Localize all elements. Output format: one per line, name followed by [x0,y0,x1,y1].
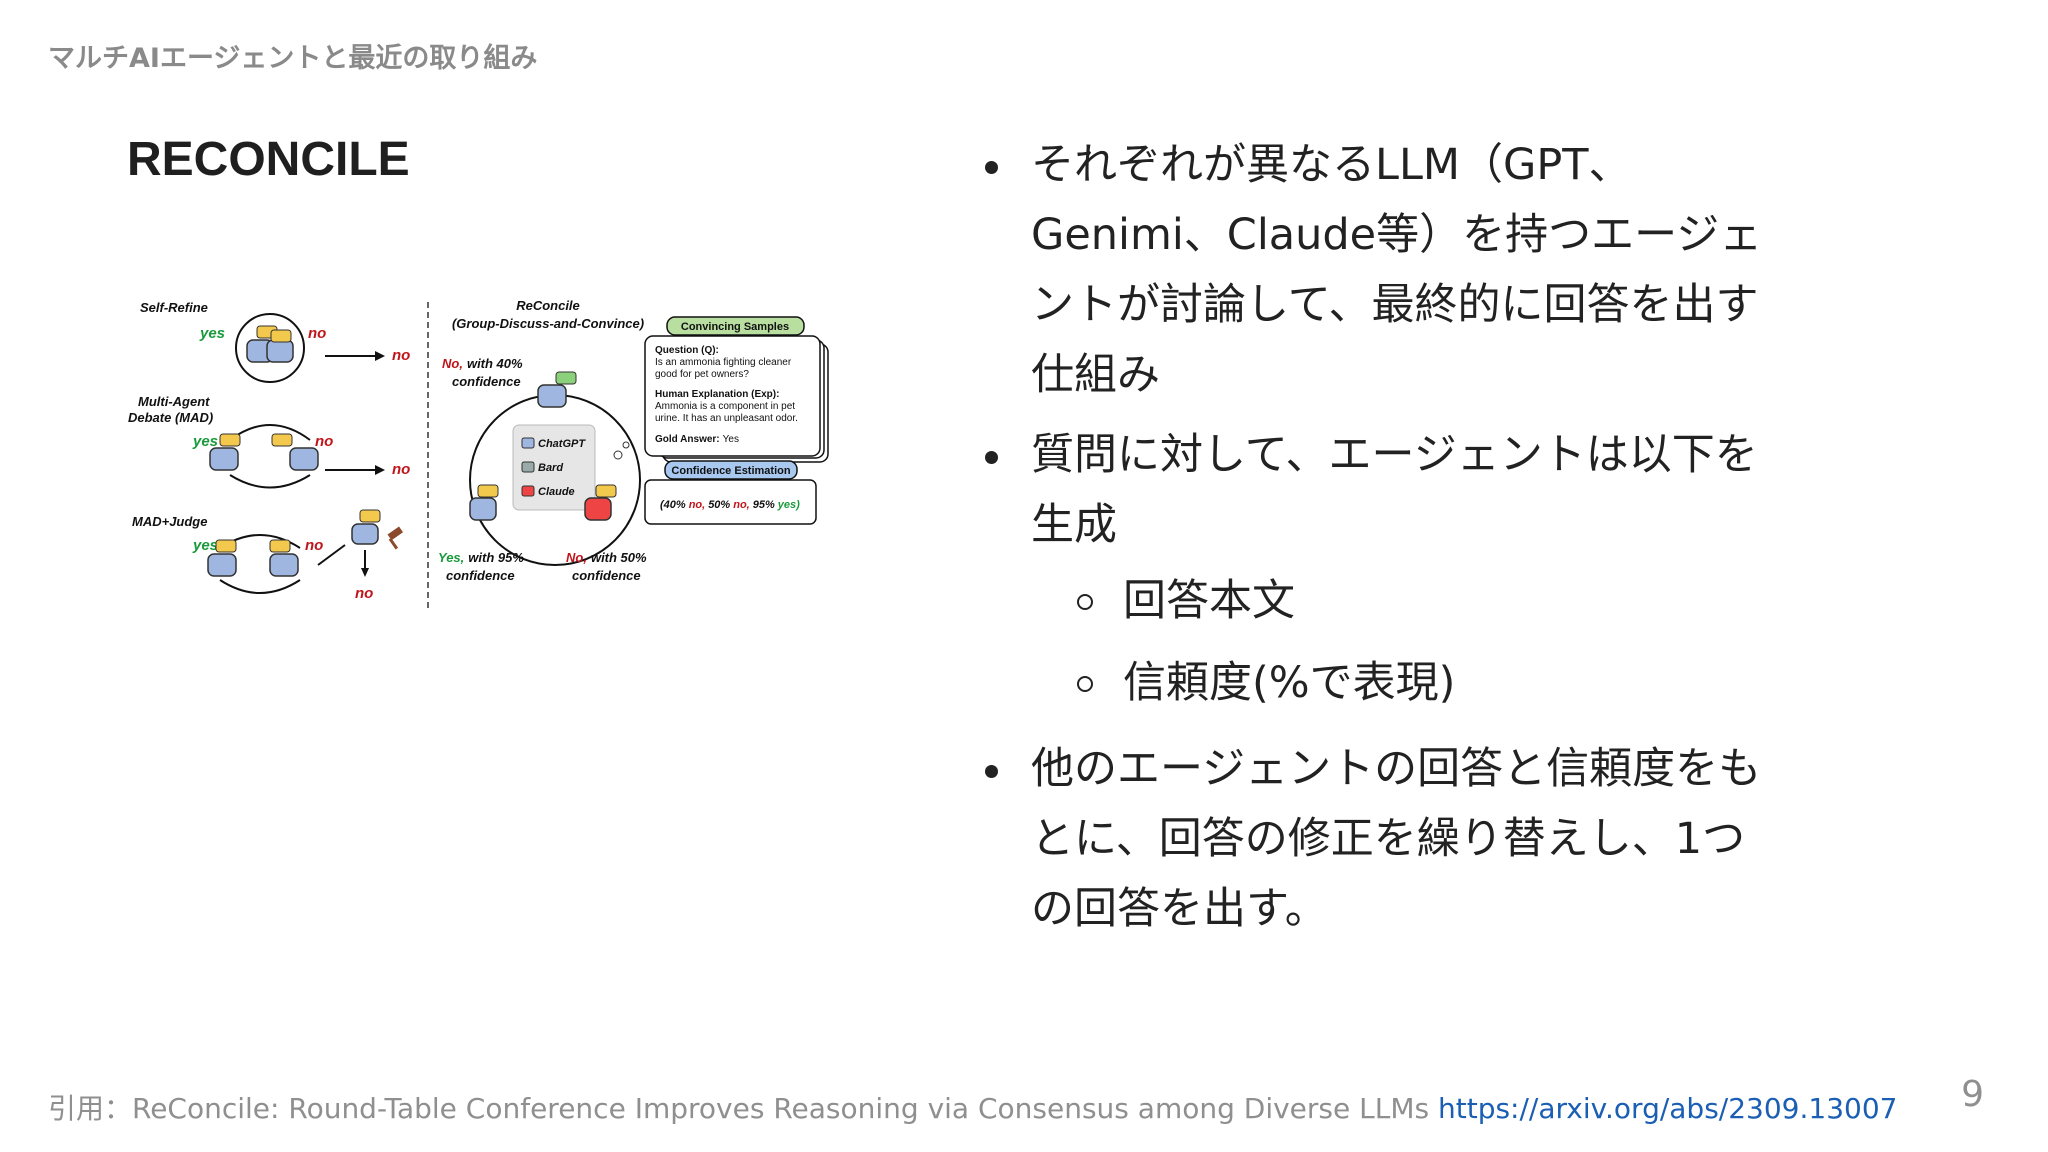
sub-bullet-text: 回答本文 [1123,576,1295,626]
arrow-head [375,351,385,361]
robot-icon [246,325,294,363]
convincing-samples-card [644,335,821,457]
reconcile-figure: Self-Refine yes no no Multi-Agent Debate… [120,290,935,620]
label-confidence-1: confidence [452,374,521,389]
model-bard: Bard [538,462,563,474]
confidence-estimation-card [644,479,817,525]
question-label: Question (Q): [655,345,719,356]
label-yes-2: yes [192,433,218,450]
robot-icon [469,371,617,521]
label-yes-with-95: Yes,with 95% [438,550,524,565]
slide-title: RECONCILE [127,133,410,186]
sub-bullet-text: 信頼度(%で表現) [1123,658,1456,708]
label-reconcile: ReConcile [516,298,580,313]
bullet-item: それぞれが異なるLLM（GPT、Genimi、Claude等）を持つエージェント… [985,130,1765,410]
claude-icon [521,485,535,497]
bullet-text: それぞれが異なるLLM（GPT、Genimi、Claude等）を持つエージェント… [1031,140,1763,400]
page-number: 9 [1961,1074,1984,1115]
label-multi-agent: Multi-Agent [138,394,210,409]
label-yes-3: yes [192,537,218,554]
label-no-with-50: No,with 50% [566,550,647,565]
explanation-label: Human Explanation (Exp): [655,389,779,400]
bullet-item: 他のエージェントの回答と信頼度をもとに、回答の修正を繰り替えし、1つの回答を出す… [985,734,1765,944]
citation-footer: 引用：ReConcile: Round-Table Conference Imp… [48,1087,1897,1127]
deck-title: マルチAIエージェントと最近の取り組み [48,43,538,74]
label-no-1: no [308,325,326,342]
label-confidence-3: confidence [572,568,641,583]
label-confidence-2: confidence [446,568,515,583]
label-yes-1: yes [199,325,225,342]
label-mad-judge: MAD+Judge [132,514,207,529]
confidence-estimation-title: Confidence Estimation [671,465,790,477]
judge-arc-bottom [219,579,301,594]
thought-bubble [613,450,623,460]
model-chatgpt: ChatGPT [538,438,586,450]
label-no-out-1: no [392,347,410,364]
arrow-head [361,568,369,577]
confidence-estimation-tab [664,460,798,480]
bullet-item: 質問に対して、エージェントは以下を生成 回答本文 信頼度(%で表現) [985,420,1765,724]
arrow-line [317,544,346,566]
label-debate-mad: Debate (MAD) [128,410,213,425]
bullet-text: 他のエージェントの回答と信頼度をもとに、回答の修正を繰り替えし、1つの回答を出す… [1031,744,1762,934]
citation-text: 引用：ReConcile: Round-Table Conference Imp… [48,1092,1438,1125]
bullet-list: それぞれが異なるLLM（GPT、Genimi、Claude等）を持つエージェント… [985,130,1765,954]
thought-bubble [622,441,630,449]
figure-svg: Self-Refine yes no no Multi-Agent Debate… [128,298,829,608]
label-group-discuss: (Group-Discuss-and-Convince) [452,316,644,331]
sub-bullet-list: 回答本文 信頼度(%で表現) [1031,560,1765,724]
debate-arc-bottom [229,474,311,489]
question-text-1: Is an ammonia fighting cleaner [655,357,792,368]
question-text-2: good for pet owners? [655,369,749,380]
robot-icon [207,509,381,577]
self-refine-cycle [235,313,305,383]
model-claude: Claude [538,486,575,498]
arrow-head [375,465,385,475]
explanation-text-1: Ammonia is a component in pet [655,401,795,412]
explanation-text-2: urine. It has an unpleasant odor. [655,413,798,424]
robot-icon [209,433,319,471]
label-self-refine: Self-Refine [140,300,208,315]
sub-bullet-item: 回答本文 [1077,560,1765,642]
gold-answer: Gold Answer:Yes [655,434,739,445]
chatgpt-icon [521,437,535,449]
label-no-2: no [315,433,333,450]
convincing-samples-tab [666,316,805,336]
bullet-text: 質問に対して、エージェントは以下を生成 [1031,430,1758,550]
citation-link[interactable]: https://arxiv.org/abs/2309.13007 [1437,1092,1898,1125]
bard-icon [521,461,535,473]
debate-arc-top [229,424,311,441]
label-no-out-3: no [355,585,373,602]
confidence-values: (40%no,50%no,95%yes) [660,499,800,511]
gavel-icon [387,526,404,550]
label-no-out-2: no [392,461,410,478]
convincing-samples-title: Convincing Samples [681,321,789,333]
sub-bullet-item: 信頼度(%で表現) [1077,642,1765,724]
label-no-3: no [305,537,323,554]
label-no-with-40: No,with 40% [442,356,523,371]
